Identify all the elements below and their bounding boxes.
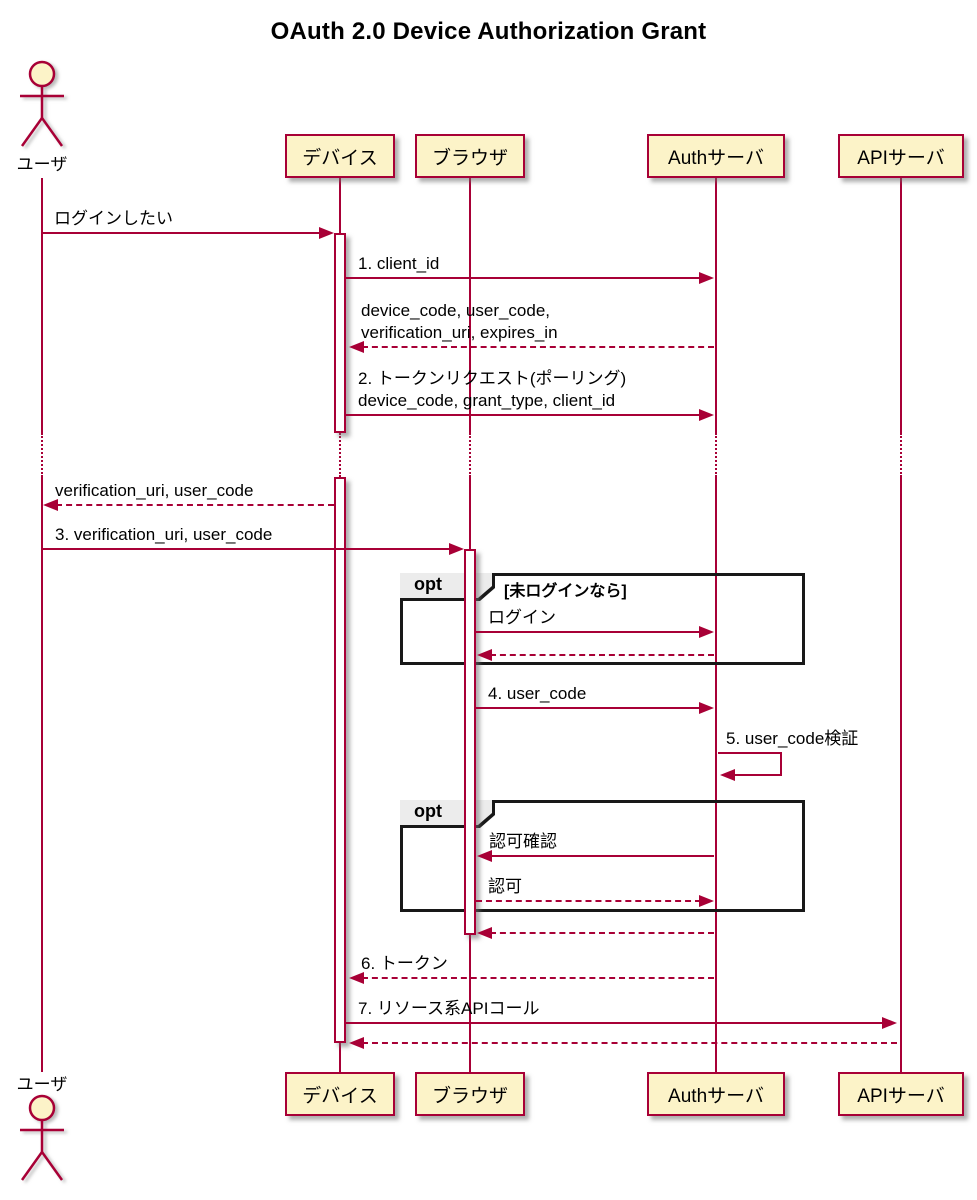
message-arrowhead-login-request [319, 227, 334, 239]
message-line-verify-user-code-side [780, 752, 782, 774]
message-label-enter-verification: 3. verification_uri, user_code [55, 525, 273, 544]
participant-box-auth-bottom: Authサーバ [647, 1072, 785, 1116]
lifeline-api [900, 477, 902, 1072]
message-label-verify-user-code: 5. user_code検証 [726, 729, 859, 748]
message-line-login [476, 631, 701, 633]
message-arrowhead-device-code-response [349, 341, 364, 353]
message-line-consent-prompt [490, 855, 714, 857]
message-label-user-code: 4. user_code [488, 684, 587, 703]
message-line-consent-return [490, 932, 714, 934]
user-actor-label-top: ユーザ [16, 155, 68, 174]
lifeline-user [41, 178, 43, 433]
message-label-client-id: 1. client_id [358, 254, 440, 273]
message-arrowhead-show-verification [43, 499, 58, 511]
activation-device-2 [334, 477, 346, 1043]
lifeline-api [900, 178, 902, 433]
message-line-api-call [346, 1022, 884, 1024]
message-line-api-return [362, 1042, 897, 1044]
message-line-consent [476, 900, 701, 902]
lifeline-user-delay [41, 433, 43, 477]
participant-box-browser-bottom: ブラウザ [415, 1072, 525, 1116]
message-line-enter-verification [43, 548, 451, 550]
message-arrowhead-login-return [477, 649, 492, 661]
participant-box-api-top: APIサーバ [838, 134, 964, 178]
message-line-login-request [42, 232, 321, 234]
message-label-token: 6. トークン [361, 954, 448, 973]
message-arrowhead-token [349, 972, 364, 984]
message-arrowhead-consent [699, 895, 714, 907]
message-label-api-call: 7. リソース系APIコール [358, 999, 540, 1018]
user-actor-icon-top [20, 60, 64, 147]
message-line-verify-user-code-bottom [732, 774, 782, 776]
lifeline-user [41, 477, 43, 1072]
message-label-login-request: ログインしたい [54, 209, 173, 228]
activation-device-1 [334, 233, 346, 433]
participant-box-auth-top: Authサーバ [647, 134, 785, 178]
message-arrowhead-enter-verification [449, 543, 464, 555]
opt-frame-1 [400, 573, 805, 665]
lifeline-browser [469, 178, 471, 433]
message-line-device-code-response [362, 346, 714, 348]
activation-browser-3 [464, 549, 476, 935]
lifeline-api-delay [900, 433, 902, 477]
opt-frame-label-1: opt [400, 573, 492, 598]
lifeline-auth [715, 477, 717, 1072]
opt-frame-label-2: opt [400, 800, 492, 825]
message-arrowhead-api-call [882, 1017, 897, 1029]
lifeline-device-delay [339, 433, 341, 477]
opt-frame-tab-1: opt [400, 573, 495, 601]
participant-box-api-bottom: APIサーバ [838, 1072, 964, 1116]
lifeline-auth [715, 178, 717, 433]
user-actor-label-bottom: ユーザ [16, 1075, 68, 1094]
message-line-token [362, 977, 714, 979]
opt-frame-2 [400, 800, 805, 912]
user-actor-icon-bottom [20, 1094, 64, 1181]
message-arrowhead-client-id [699, 272, 714, 284]
opt-frame-guard-1: [未ログインなら] [504, 583, 627, 600]
lifeline-auth-delay [715, 433, 717, 477]
message-line-login-return [490, 654, 714, 656]
message-arrowhead-consent-return [477, 927, 492, 939]
message-line-client-id [346, 277, 701, 279]
message-label-token-polling: 2. トークンリクエスト(ポーリング) device_code, grant_t… [358, 369, 627, 410]
message-line-verify-user-code-top [718, 752, 780, 754]
diagram-title: OAuth 2.0 Device Authorization Grant [270, 18, 707, 45]
participant-box-device-top: デバイス [285, 134, 395, 178]
message-line-show-verification [56, 504, 334, 506]
message-label-consent: 認可 [488, 877, 522, 896]
participant-box-browser-top: ブラウザ [415, 134, 525, 178]
message-label-device-code-response: device_code, user_code, verification_uri… [361, 301, 558, 342]
message-label-login: ログイン [488, 608, 556, 627]
message-arrowhead-verify-user-code [720, 769, 735, 781]
message-label-consent-prompt: 認可確認 [489, 832, 557, 851]
opt-frame-tab-2: opt [400, 800, 495, 828]
lifeline-browser-delay [469, 433, 471, 477]
message-arrowhead-consent-prompt [477, 850, 492, 862]
message-arrowhead-token-polling [699, 409, 714, 421]
message-arrowhead-user-code [699, 702, 714, 714]
message-label-show-verification: verification_uri, user_code [55, 481, 254, 500]
message-arrowhead-login [699, 626, 714, 638]
message-line-user-code [476, 707, 701, 709]
message-line-token-polling [346, 414, 701, 416]
message-arrowhead-api-return [349, 1037, 364, 1049]
participant-box-device-bottom: デバイス [285, 1072, 395, 1116]
